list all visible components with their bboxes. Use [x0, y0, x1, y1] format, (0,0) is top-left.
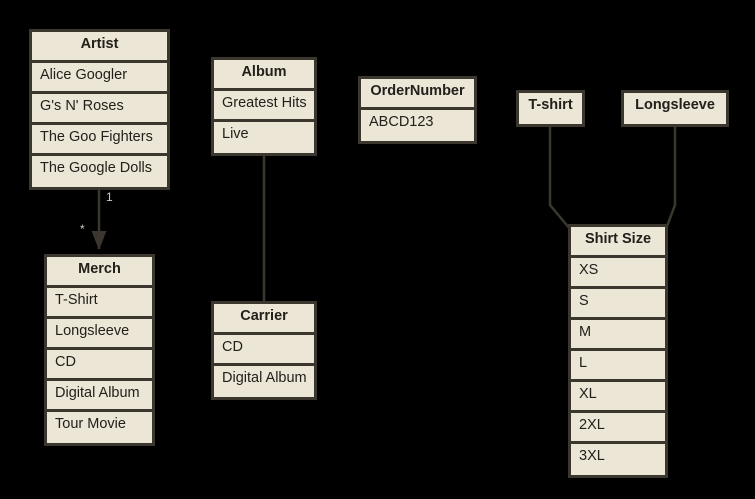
entity-order-number[interactable]: OrderNumber ABCD123	[358, 76, 477, 144]
entity-shirt-size-row[interactable]: 3XL	[571, 444, 665, 475]
entity-merch-row[interactable]: Digital Album	[47, 381, 152, 412]
entity-carrier-title: Carrier	[214, 304, 314, 335]
entity-album-row[interactable]: Live	[214, 122, 314, 153]
entity-merch-row[interactable]: CD	[47, 350, 152, 381]
entity-artist-title: Artist	[32, 32, 167, 63]
edge-tshirt-to-shirt-size	[548, 120, 571, 230]
entity-artist-row[interactable]: Alice Googler	[32, 63, 167, 94]
entity-artist-row[interactable]: The Google Dolls	[32, 156, 167, 187]
entity-shirt-size-row[interactable]: M	[571, 320, 665, 351]
entity-order-number-title: OrderNumber	[361, 79, 474, 110]
entity-tshirt[interactable]: T-shirt	[516, 90, 585, 127]
entity-shirt-size-row[interactable]: XL	[571, 382, 665, 413]
entity-merch-title: Merch	[47, 257, 152, 288]
entity-carrier-row[interactable]: CD	[214, 335, 314, 366]
edge-label-source-multiplicity: 1	[106, 190, 113, 204]
entity-shirt-size-row[interactable]: 2XL	[571, 413, 665, 444]
entity-merch-row[interactable]: Longsleeve	[47, 319, 152, 350]
edge-label-target-multiplicity: *	[80, 222, 85, 236]
entity-shirt-size-title: Shirt Size	[571, 227, 665, 258]
entity-shirt-size[interactable]: Shirt Size XS S M L XL 2XL 3XL	[568, 224, 668, 478]
entity-artist-row[interactable]: G's N' Roses	[32, 94, 167, 125]
entity-album[interactable]: Album Greatest Hits Live	[211, 57, 317, 156]
entity-merch[interactable]: Merch T-Shirt Longsleeve CD Digital Albu…	[44, 254, 155, 446]
entity-shirt-size-row[interactable]: L	[571, 351, 665, 382]
entity-album-row[interactable]: Greatest Hits	[214, 91, 314, 122]
entity-order-number-row[interactable]: ABCD123	[361, 110, 474, 141]
entity-tshirt-title: T-shirt	[519, 93, 582, 124]
entity-shirt-size-row[interactable]: XS	[571, 258, 665, 289]
entity-longsleeve[interactable]: Longsleeve	[621, 90, 729, 127]
entity-carrier-row[interactable]: Digital Album	[214, 366, 314, 397]
entity-shirt-size-row[interactable]: S	[571, 289, 665, 320]
entity-artist-row[interactable]: The Goo Fighters	[32, 125, 167, 156]
entity-merch-row[interactable]: Tour Movie	[47, 412, 152, 443]
entity-artist[interactable]: Artist Alice Googler G's N' Roses The Go…	[29, 29, 170, 190]
entity-merch-row[interactable]: T-Shirt	[47, 288, 152, 319]
edge-longsleeve-to-shirt-size	[664, 120, 677, 230]
entity-carrier[interactable]: Carrier CD Digital Album	[211, 301, 317, 400]
entity-album-title: Album	[214, 60, 314, 91]
entity-longsleeve-title: Longsleeve	[624, 93, 726, 124]
